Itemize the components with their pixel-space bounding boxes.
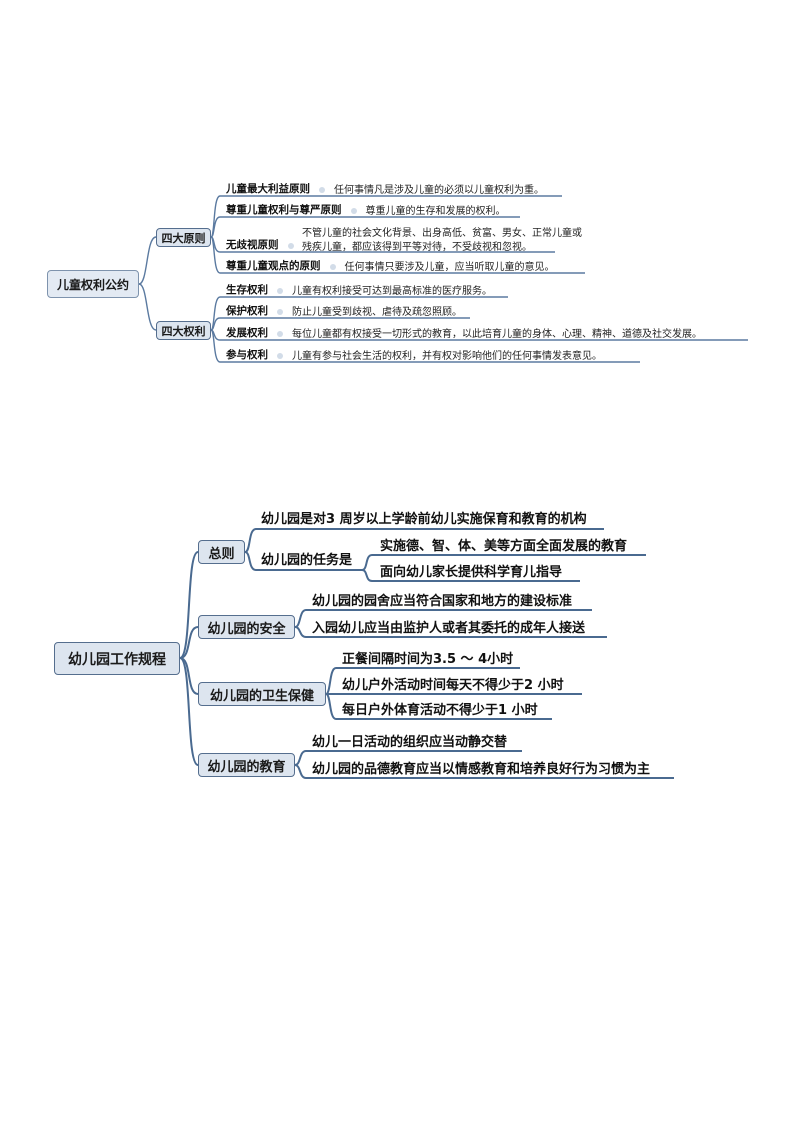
item-desc: 防止儿童受到歧视、虐待及疏忽照顾。: [292, 307, 462, 318]
item-term: 尊重儿童权利与尊严原则: [226, 204, 342, 216]
bullet-dot-icon: [287, 243, 294, 249]
map1-item[interactable]: 参与权利 儿童有参与社会生活的权利，并有权对影响他们的任何事情发表意见。: [226, 347, 602, 362]
map2-item[interactable]: 幼儿园的园舍应当符合国家和地方的建设标准: [312, 594, 573, 609]
map1-item[interactable]: 儿童最大利益原则 任何事情凡是涉及儿童的必须以儿童权利为重。: [226, 181, 544, 196]
bullet-dot-icon: [277, 353, 283, 359]
item-term: 尊重儿童观点的原则: [226, 260, 321, 272]
item-desc: 任何事情只要涉及儿童，应当听取儿童的意见。: [344, 262, 555, 273]
bullet-dot-icon: [277, 331, 283, 337]
map2-root-node[interactable]: 幼儿园工作规程: [54, 642, 180, 675]
bullet-dot-icon: [329, 264, 336, 270]
map1-item[interactable]: 无歧视原则: [226, 237, 303, 252]
item-desc: 儿童有参与社会生活的权利，并有权对影响他们的任何事情发表意见。: [292, 351, 602, 362]
item-term: 参与权利: [226, 349, 268, 361]
item-term: 生存权利: [226, 284, 268, 296]
map2-item[interactable]: 实施德、智、体、美等方面全面发展的教育: [380, 539, 628, 554]
item-desc: 每位儿童都有权接受一切形式的教育，以此培育儿童的身体、心理、精神、道德及社交发展…: [292, 329, 702, 340]
map2-branch-education[interactable]: 幼儿园的教育: [198, 753, 295, 777]
map2-item[interactable]: 幼儿园是对3 周岁以上学龄前幼儿实施保育和教育的机构: [261, 512, 587, 527]
map1-item[interactable]: 尊重儿童权利与尊严原则 尊重儿童的生存和发展的权利。: [226, 202, 506, 217]
map2-item[interactable]: 每日户外体育活动不得少于1 小时: [342, 703, 538, 718]
map2-item[interactable]: 幼儿户外活动时间每天不得少于2 小时: [342, 678, 564, 693]
map2-item[interactable]: 入园幼儿应当由监护人或者其委托的成年人接送: [312, 621, 586, 636]
map1-root-node[interactable]: 儿童权利公约: [47, 270, 139, 298]
item-desc: 任何事情凡是涉及儿童的必须以儿童权利为重。: [334, 185, 544, 196]
item-term: 发展权利: [226, 327, 268, 339]
item-term: 保护权利: [226, 305, 268, 317]
bullet-dot-icon: [319, 187, 325, 193]
item-term: 儿童最大利益原则: [226, 183, 310, 195]
map1-branch-rights[interactable]: 四大权利: [156, 321, 211, 340]
item-term: 无歧视原则: [226, 239, 279, 251]
bullet-dot-icon: [277, 309, 283, 315]
map1-item[interactable]: 尊重儿童观点的原则 任何事情只要涉及儿童，应当听取儿童的意见。: [226, 258, 555, 273]
bullet-dot-icon: [277, 288, 283, 294]
map2-item[interactable]: 幼儿园的品德教育应当以情感教育和培养良好行为习惯为主: [312, 762, 651, 777]
map2-branch-health[interactable]: 幼儿园的卫生保健: [198, 682, 326, 706]
item-desc: 儿童有权利接受可达到最高标准的医疗服务。: [292, 286, 492, 297]
map1-item[interactable]: 保护权利 防止儿童受到歧视、虐待及疏忽照顾。: [226, 303, 462, 318]
map2-branch-safety[interactable]: 幼儿园的安全: [198, 615, 295, 639]
map2-item[interactable]: 幼儿一日活动的组织应当动静交替: [312, 735, 508, 750]
map2-item[interactable]: 正餐间隔时间为3.5 ～ 4小时: [342, 652, 514, 667]
bullet-dot-icon: [350, 208, 357, 214]
map2-item[interactable]: 面向幼儿家长提供科学育儿指导: [380, 565, 563, 580]
map1-item[interactable]: 生存权利 儿童有权利接受可达到最高标准的医疗服务。: [226, 282, 492, 297]
item-desc: 尊重儿童的生存和发展的权利。: [365, 206, 506, 217]
item-desc-line2: 残疾儿童，都应该得到平等对待，不受歧视和忽视。: [302, 242, 532, 253]
map1-branch-principles[interactable]: 四大原则: [156, 228, 211, 247]
item-desc-line1: 不管儿童的社会文化背景、出身高低、贫富、男女、正常儿童或: [302, 228, 582, 239]
map1-item[interactable]: 发展权利 每位儿童都有权接受一切形式的教育，以此培育儿童的身体、心理、精神、道德…: [226, 325, 702, 340]
map2-branch-general[interactable]: 总则: [198, 540, 245, 564]
map2-subbranch-tasks[interactable]: 幼儿园的任务是: [261, 553, 353, 568]
